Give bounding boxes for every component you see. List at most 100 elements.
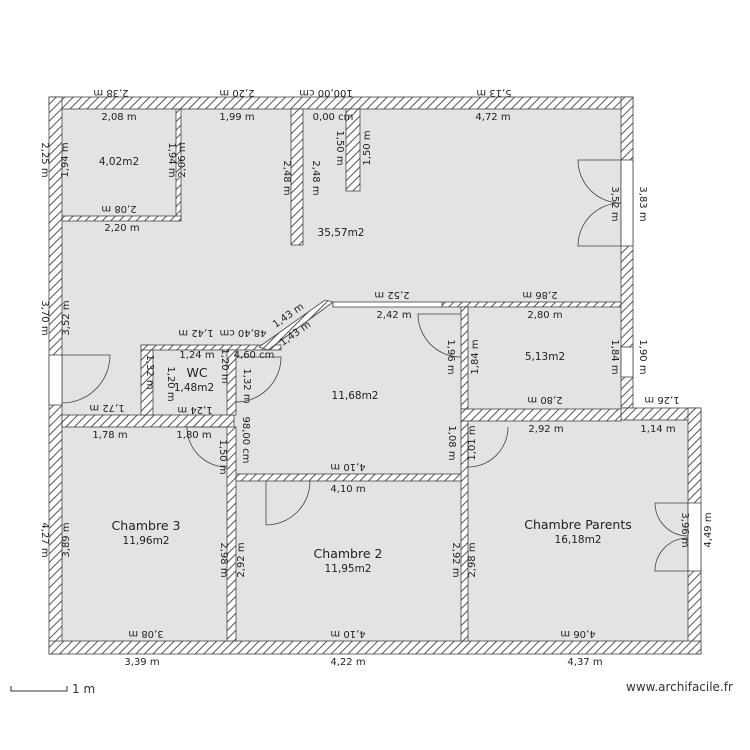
dim-label: 2,48 m bbox=[281, 160, 292, 195]
dim-label: 2,80 m bbox=[527, 310, 562, 321]
dim-label: 1,99 m bbox=[219, 112, 254, 123]
room-labels: 4,02m2 35,57m2 5,13m2 WC 1,48m2 11,68m2 … bbox=[99, 156, 632, 575]
dim-label: 4,22 m bbox=[330, 657, 365, 668]
dim-label: 1,32 m bbox=[241, 368, 252, 403]
door-swing-hall bbox=[417, 313, 462, 358]
wall-bottom bbox=[48, 640, 702, 655]
dim-label: 4,37 m bbox=[567, 657, 602, 668]
wall-r1-bottom bbox=[61, 215, 182, 222]
dim-label: 3,83 m bbox=[637, 186, 648, 221]
dim-label: 98,00 cm bbox=[240, 416, 251, 463]
room-area-chp: 16,18m2 bbox=[555, 534, 602, 546]
opening-door-right-lower bbox=[687, 502, 702, 572]
door-swing-ch2 bbox=[265, 480, 311, 526]
dim-label: 4,27 m bbox=[39, 522, 50, 557]
dim-label: 2,42 m bbox=[376, 310, 411, 321]
wall-r513-left bbox=[460, 306, 469, 410]
dim-label: 4,72 m bbox=[475, 112, 510, 123]
room-name-ch3: Chambre 3 bbox=[112, 518, 181, 533]
dim-label: 1,90 m bbox=[637, 339, 648, 374]
dim-label: 1,94 m bbox=[166, 142, 177, 177]
dim-label: 1,84 m bbox=[609, 339, 620, 374]
wall-hall-bottom bbox=[235, 473, 466, 482]
dim-label: 3,52 m bbox=[61, 300, 72, 335]
dim-label: 2,92 m bbox=[236, 542, 247, 577]
dim-label: 0,00 cm bbox=[313, 112, 354, 123]
wall-wc-top bbox=[140, 344, 282, 351]
room-area-ch3: 11,96m2 bbox=[123, 535, 170, 547]
dim-label: 48,40 cm bbox=[219, 327, 266, 338]
dim-label: 1,24 m bbox=[179, 350, 214, 361]
dim-label: 1,14 m bbox=[640, 424, 675, 435]
dim-label: 3,39 m bbox=[124, 657, 159, 668]
floor-fill bbox=[49, 97, 701, 654]
dim-label: 4,60 cm bbox=[234, 350, 275, 361]
dim-label: 1,01 m bbox=[467, 425, 478, 460]
brand-link[interactable]: www.archifacile.fr bbox=[626, 680, 733, 694]
dim-label: 2,20 m bbox=[219, 87, 254, 98]
dim-label: 2,92 m bbox=[450, 542, 461, 577]
wall-wc-mid bbox=[226, 349, 237, 416]
wall-hall-vert bbox=[226, 426, 237, 642]
room-name-wc: WC bbox=[186, 365, 207, 380]
dim-label: 2,92 m bbox=[528, 424, 563, 435]
dim-label: 2,38 m bbox=[93, 87, 128, 98]
door-swing-chp-right-a bbox=[654, 502, 689, 537]
opening-door-right bbox=[620, 159, 634, 247]
dim-label: 2,06 m bbox=[177, 142, 188, 177]
dim-label: 1,50 m bbox=[217, 439, 228, 474]
dim-label: 4,49 m bbox=[703, 512, 714, 547]
dim-label: 2,08 m bbox=[101, 112, 136, 123]
opening-window-r513 bbox=[620, 346, 634, 378]
dim-label: 2,98 m bbox=[218, 542, 229, 577]
dim-label: 2,98 m bbox=[467, 542, 478, 577]
room-name-ch2: Chambre 2 bbox=[314, 546, 383, 561]
dim-label: 2,80 m bbox=[527, 394, 562, 405]
dim-label: 1,94 m bbox=[60, 142, 71, 177]
dim-label: 3,89 m bbox=[61, 522, 72, 557]
dim-label: 3,70 m bbox=[39, 300, 50, 335]
wall-mid-right bbox=[441, 301, 622, 308]
dim-label: 4,10 m bbox=[330, 628, 365, 639]
door-swing-right-a bbox=[577, 159, 622, 204]
wall-r513-bottom bbox=[460, 408, 622, 422]
opening-window-left bbox=[48, 354, 63, 406]
dim-label: 2,48 m bbox=[310, 160, 321, 195]
room-name-chp: Chambre Parents bbox=[524, 517, 631, 532]
dim-label: 1,26 m bbox=[644, 394, 679, 405]
dim-label: 4,10 m bbox=[330, 484, 365, 495]
room-area-r1: 4,02m2 bbox=[99, 156, 139, 168]
dim-label: 1,08 m bbox=[446, 425, 457, 460]
room-area-r513: 5,13m2 bbox=[525, 351, 565, 363]
dim-label: 1,78 m bbox=[92, 430, 127, 441]
dim-label: 1,72 m bbox=[89, 402, 124, 413]
dim-label: 1,80 m bbox=[176, 430, 211, 441]
dim-label: 3,52 m bbox=[609, 186, 620, 221]
dim-label: 1,24 m bbox=[177, 404, 212, 415]
room-area-ch2: 11,95m2 bbox=[325, 563, 372, 575]
dim-label: 100,00 cm bbox=[299, 87, 352, 98]
dim-label: 1,20 m bbox=[165, 366, 176, 401]
wall-lower-left bbox=[61, 414, 235, 428]
opening-corridor bbox=[332, 301, 443, 308]
door-swing-ch3 bbox=[186, 426, 228, 468]
dim-label: 3,08 m bbox=[128, 628, 163, 639]
wall-partition-b bbox=[345, 108, 361, 192]
dim-label: 1,50 m bbox=[362, 130, 373, 165]
door-swing-chp-right-b bbox=[654, 537, 689, 572]
dim-label: 1,50 m bbox=[334, 130, 345, 165]
dim-label: 1,32 m bbox=[144, 354, 155, 389]
room-area-wc: 1,48m2 bbox=[174, 382, 214, 394]
dim-label: 3,96 m bbox=[679, 512, 690, 547]
wall-ch-divide bbox=[460, 420, 469, 642]
dim-label: 2,86 m bbox=[522, 289, 557, 300]
dim-label: 2,52 m bbox=[374, 289, 409, 300]
scale-bar bbox=[10, 686, 68, 692]
room-area-hall: 11,68m2 bbox=[332, 390, 379, 402]
dim-label: 2,20 m bbox=[104, 223, 139, 234]
dim-label: 4,10 m bbox=[330, 461, 365, 472]
dim-label: 1,96 m bbox=[445, 339, 456, 374]
dim-label: 1,84 m bbox=[470, 339, 481, 374]
wall-partition-a bbox=[290, 108, 304, 246]
